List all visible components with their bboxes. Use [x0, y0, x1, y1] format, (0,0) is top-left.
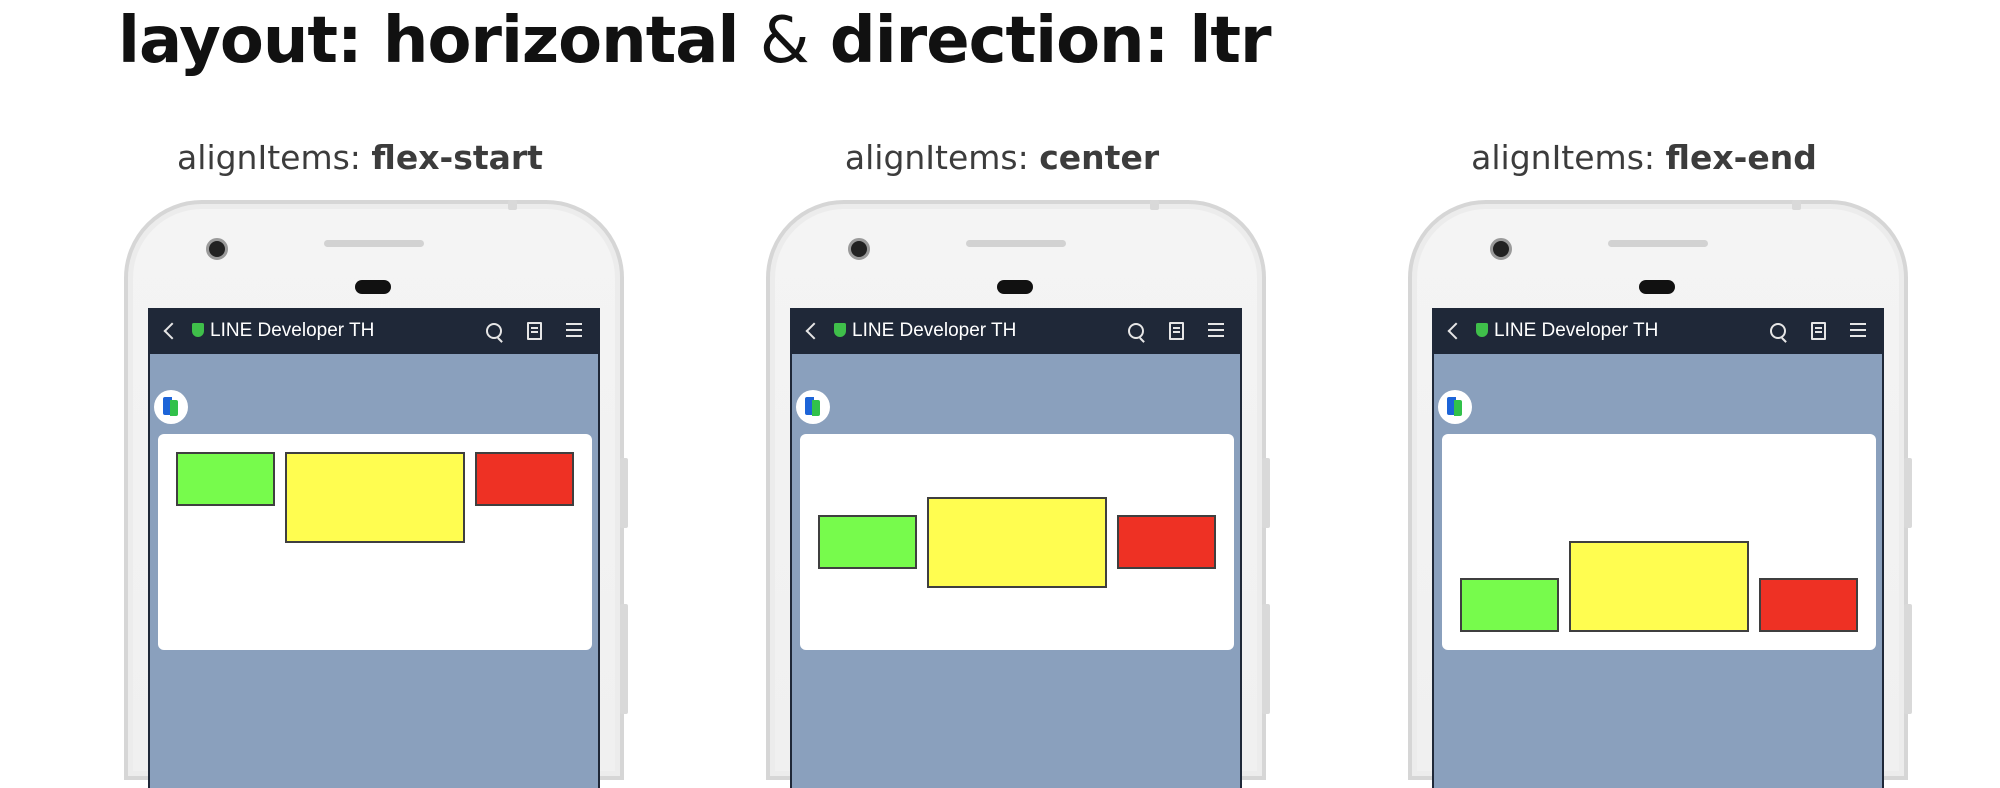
panel-caption: alignItems: center: [742, 138, 1262, 177]
bot-avatar: [1438, 390, 1472, 424]
red-box: [1116, 515, 1217, 569]
phone-mockup: LINE Developer TH: [766, 200, 1270, 788]
app-header: LINE Developer TH: [1434, 310, 1882, 354]
search-icon[interactable]: [486, 323, 502, 339]
caption-value: center: [1039, 138, 1160, 177]
notes-icon[interactable]: [1169, 322, 1184, 340]
bot-avatar: [154, 390, 188, 424]
title-part-direction: direction: ltr: [808, 4, 1272, 78]
green-box: [176, 452, 276, 506]
phone-screen: LINE Developer TH: [790, 308, 1242, 788]
chat-title: LINE Developer TH: [1494, 320, 1659, 341]
caption-value: flex-end: [1665, 138, 1817, 177]
phone-top-button: [508, 200, 517, 210]
earpiece-speaker: [966, 240, 1066, 247]
yellow-box: [285, 452, 465, 543]
chat-title: LINE Developer TH: [210, 320, 375, 341]
menu-icon[interactable]: [566, 323, 582, 325]
box-row: [1460, 452, 1859, 632]
notes-icon[interactable]: [1811, 322, 1826, 340]
phone-volume-button: [1262, 604, 1270, 714]
caption-prefix: alignItems:: [1471, 138, 1666, 177]
search-icon[interactable]: [1128, 323, 1144, 339]
proximity-sensor: [1639, 280, 1675, 294]
front-camera: [206, 238, 228, 260]
phone-mockup: LINE Developer TH: [1408, 200, 1912, 788]
phone-top-button: [1150, 200, 1159, 210]
page-title: layout: horizontal & direction: ltr: [118, 4, 1272, 78]
box-row: [818, 452, 1217, 632]
verified-shield-icon: [834, 323, 846, 337]
phone-mockup: LINE Developer TH: [124, 200, 628, 788]
app-header: LINE Developer TH: [792, 310, 1240, 354]
menu-icon[interactable]: [1208, 323, 1224, 325]
panel-caption: alignItems: flex-start: [100, 138, 620, 177]
earpiece-speaker: [324, 240, 424, 247]
phone-top-button: [1792, 200, 1801, 210]
flex-message-bubble: [800, 434, 1234, 650]
earpiece-speaker: [1608, 240, 1708, 247]
phone-volume-button: [620, 604, 628, 714]
green-box: [1460, 578, 1560, 632]
proximity-sensor: [355, 280, 391, 294]
back-arrow-icon[interactable]: [1447, 322, 1465, 340]
yellow-box: [1569, 541, 1749, 632]
chat-title: LINE Developer TH: [852, 320, 1017, 341]
title-part-layout: layout: horizontal: [118, 4, 760, 78]
front-camera: [848, 238, 870, 260]
box-row: [176, 452, 575, 632]
phone-volume-button: [1904, 604, 1912, 714]
phone-side-button: [620, 458, 628, 528]
back-arrow-icon[interactable]: [163, 322, 181, 340]
title-ampersand: &: [759, 4, 810, 78]
search-icon[interactable]: [1770, 323, 1786, 339]
panel-caption: alignItems: flex-end: [1384, 138, 1904, 177]
red-box: [1758, 578, 1859, 632]
notes-icon[interactable]: [527, 322, 542, 340]
verified-shield-icon: [1476, 323, 1488, 337]
phone-side-button: [1262, 458, 1270, 528]
flex-message-bubble: [158, 434, 592, 650]
caption-prefix: alignItems:: [177, 138, 372, 177]
caption-value: flex-start: [371, 138, 543, 177]
panel-flex-start: alignItems: flex-start LINE Developer TH: [100, 0, 628, 788]
bot-avatar: [796, 390, 830, 424]
caption-prefix: alignItems:: [844, 138, 1040, 177]
green-box: [818, 515, 918, 569]
front-camera: [1490, 238, 1512, 260]
back-arrow-icon[interactable]: [805, 322, 823, 340]
proximity-sensor: [997, 280, 1033, 294]
red-box: [474, 452, 575, 506]
panel-flex-end: alignItems: flex-end LINE Developer TH: [1384, 0, 1912, 788]
menu-icon[interactable]: [1850, 323, 1866, 325]
app-header: LINE Developer TH: [150, 310, 598, 354]
phone-screen: LINE Developer TH: [1432, 308, 1884, 788]
verified-shield-icon: [192, 323, 204, 337]
flex-message-bubble: [1442, 434, 1876, 650]
panel-center: alignItems: center LINE Developer TH: [742, 0, 1270, 788]
yellow-box: [927, 496, 1107, 588]
phone-screen: LINE Developer TH: [148, 308, 600, 788]
phone-side-button: [1904, 458, 1912, 528]
